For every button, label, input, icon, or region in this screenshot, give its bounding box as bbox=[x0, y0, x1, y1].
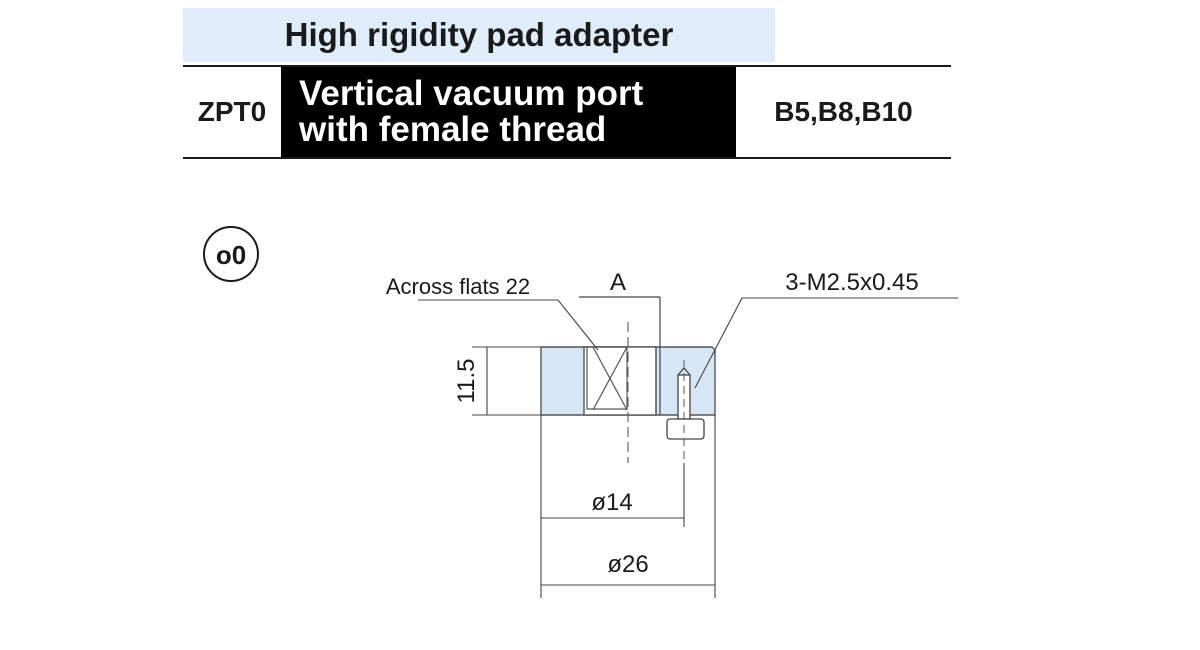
height-label: 11.5 bbox=[453, 359, 480, 404]
socket-cross bbox=[586, 346, 628, 411]
product-title: High rigidity pad adapter bbox=[284, 16, 674, 53]
title-banner: High rigidity pad adapter bbox=[183, 8, 775, 62]
hex-socket bbox=[583, 346, 657, 416]
model-sizes: B5,B8,B10 bbox=[774, 96, 913, 127]
height-dimension bbox=[472, 346, 541, 416]
model-row: ZPT0 Vertical vacuum port with female th… bbox=[183, 65, 951, 159]
inner-diameter-label: ø14 bbox=[591, 489, 632, 516]
badge-text: o0 bbox=[216, 240, 246, 270]
thread-label: 3-M2.5x0.45 bbox=[785, 269, 918, 296]
across-flats-leader bbox=[418, 299, 599, 351]
across-flats-label: Across flats 22 bbox=[386, 274, 530, 299]
model-code: ZPT0 bbox=[197, 96, 267, 127]
inner-diameter-dimension bbox=[540, 415, 685, 598]
model-description: Vertical vacuum port with female thread bbox=[281, 67, 736, 157]
description-line-2: with female thread bbox=[299, 110, 607, 149]
outer-diameter-label: ø26 bbox=[607, 551, 648, 578]
outer-diameter-dimension bbox=[541, 415, 716, 598]
size-badge: o0 bbox=[203, 226, 259, 282]
section-marker bbox=[579, 296, 661, 415]
thread-leader bbox=[694, 297, 958, 389]
screw bbox=[666, 367, 705, 440]
section-label: A bbox=[610, 269, 626, 296]
description-line-1: Vertical vacuum port bbox=[299, 74, 644, 113]
